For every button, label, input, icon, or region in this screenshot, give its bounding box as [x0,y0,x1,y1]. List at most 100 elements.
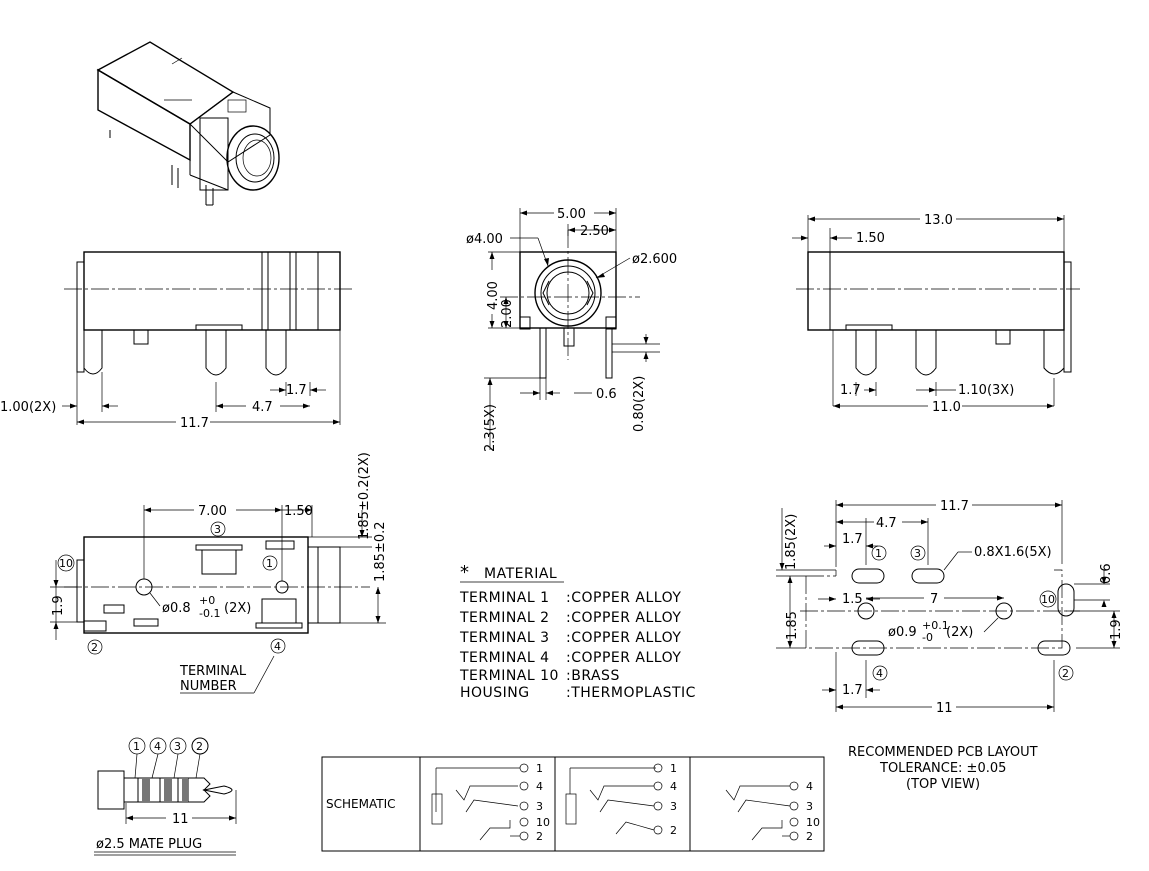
material-value-2: :COPPER ALLOY [566,610,681,626]
dim-0-80-2x: 0.80(2X) [632,376,647,432]
pcb-pin-marker-4: 4 [872,665,888,681]
dim-hole-0-8: ø0.8 [162,601,191,616]
pcb-dim-4-7: 4.7 [876,516,897,531]
pcb-dim-slot: 0.8X1.6(5X) [974,545,1052,560]
dim-1-9: 1.9 [51,595,66,616]
pin-marker-2: 2 [87,639,103,655]
pcb-dim-hole-tol-up: +0.1 [922,619,949,632]
svg-text:2: 2 [196,740,203,753]
pcb-dim-1-7-top: 1.7 [842,532,863,547]
pin-marker-3: 3 [210,521,226,537]
svg-text:*: * [460,562,470,583]
schematic-state-2: 1 4 3 2 [565,762,677,837]
isometric-view [96,41,280,206]
material-table: * MATERIAL TERMINAL 1 :COPPER ALLOY TERM… [459,562,696,701]
mate-plug: 11 ø2.5 MATE PLUG 1 4 3 2 [94,737,237,856]
schematic-state-1: 1 4 3 10 2 [431,762,550,843]
side-view-right: 13.0 1.50 1.7 1.10(3X) 11.0 [792,213,1080,415]
dim-1-10-3x: 1.10(3X) [958,383,1014,398]
dim-2-50: 2.50 [580,224,609,239]
pcb-dim-7: 7 [930,592,938,607]
pcb-pin-marker-10: 10 [1039,590,1057,608]
dim-4-7: 4.7 [252,400,273,415]
pcb-dim-1-7-bot: 1.7 [842,683,863,698]
svg-text:3: 3 [174,740,181,753]
plug-marker-4: 4 [149,737,167,755]
svg-text:4: 4 [806,780,813,793]
dim-1-85-2x: 1.85±0.2(2X) [357,452,372,540]
material-part-housing: HOUSING [460,685,530,701]
svg-text:3: 3 [536,800,543,813]
svg-text:1: 1 [266,557,273,570]
pcb-note-line2: TOLERANCE: ±0.05 [879,761,1006,776]
material-part-4: TERMINAL 4 [459,650,550,666]
pcb-dim-1-5: 1.5 [842,592,863,607]
dim-hole-tol-dn: -0.1 [199,607,220,620]
pcb-note: RECOMMENDED PCB LAYOUT TOLERANCE: ±0.05 … [848,745,1038,792]
dim-4-00: 4.00 [486,281,501,310]
pcb-dim-hole-qty: (2X) [946,625,973,640]
svg-text:4: 4 [154,740,161,753]
dim-1-85: 1.85±0.2 [373,521,388,582]
pcb-dim-1-85-2x: 1.85(2X) [784,514,799,570]
svg-text:10: 10 [806,816,820,829]
svg-text:1: 1 [875,547,882,560]
svg-text:4: 4 [876,667,883,680]
pcb-note-line3: (TOP VIEW) [906,777,980,792]
pin-marker-4: 4 [270,638,286,654]
material-part-2: TERMINAL 2 [459,610,550,626]
dim-right-1-7: 1.7 [840,383,861,398]
svg-text:10: 10 [1041,593,1055,606]
svg-text:4: 4 [536,780,543,793]
dim-2-3-5x: 2.3(5X) [483,404,498,452]
dim-1-50-bot: 1.50 [284,504,313,519]
terminal-number-line1: TERMINAL [179,664,247,679]
svg-text:1: 1 [670,762,677,775]
front-view: 5.00 2.50 ø4.00 ø2.600 4.00 2.00 2.3(5X) [466,207,677,452]
svg-text:2: 2 [670,824,677,837]
svg-text:2: 2 [1062,667,1069,680]
pin-marker-1: 1 [262,555,278,571]
dim-11-7: 11.7 [180,416,209,431]
bottom-view: 7.00 1.50 1.85±0.2(2X) 1.85±0.2 1.9 ø0.8… [50,452,388,694]
schematic-label: SCHEMATIC [326,797,395,811]
plug-marker-2: 2 [191,737,209,755]
dim-d4-00: ø4.00 [466,232,503,247]
plug-dim-11: 11 [172,812,189,827]
svg-text:2: 2 [536,830,543,843]
pcb-pin-marker-1: 1 [871,545,887,561]
pcb-dim-0-6: 0.6 [1099,563,1114,584]
material-value-4: :COPPER ALLOY [566,650,681,666]
terminal-number-line2: NUMBER [180,679,237,694]
svg-text:3: 3 [670,800,677,813]
material-value-housing: :THERMOPLASTIC [566,685,696,701]
pcb-pin-marker-2: 2 [1058,665,1074,681]
pcb-dim-1-85: 1.85 [785,611,800,640]
svg-text:4: 4 [670,780,677,793]
dim-11-0: 11.0 [932,400,961,415]
dim-0-6: 0.6 [596,387,617,402]
svg-text:10: 10 [536,816,550,829]
dim-7-00: 7.00 [198,504,227,519]
dim-2-00: 2.00 [500,299,515,328]
pcb-dim-11: 11 [936,701,953,716]
svg-text:3: 3 [806,800,813,813]
pcb-dim-hole-tol-dn: -0 [922,631,933,644]
dim-5-00: 5.00 [557,207,586,222]
pcb-dim-hole: ø0.9 [888,625,917,640]
dim-13-0: 13.0 [924,213,953,228]
side-view-left: 1.00(2X) 4.7 1.7 11.7 [0,251,354,431]
pcb-note-line1: RECOMMENDED PCB LAYOUT [848,745,1038,760]
svg-text:1: 1 [536,762,543,775]
plug-marker-1: 1 [128,737,146,755]
material-part-10: TERMINAL 10 [459,668,559,684]
material-value-1: :COPPER ALLOY [566,590,681,606]
svg-text:1: 1 [133,740,140,753]
schematic-state-3: 4 3 10 2 [725,780,820,843]
material-part-1: TERMINAL 1 [459,590,550,606]
plug-marker-3: 3 [169,737,187,755]
material-part-3: TERMINAL 3 [459,630,550,646]
svg-text:2: 2 [806,830,813,843]
pcb-dim-11-7: 11.7 [940,499,969,514]
pcb-dim-1-9: 1.9 [1109,619,1124,640]
